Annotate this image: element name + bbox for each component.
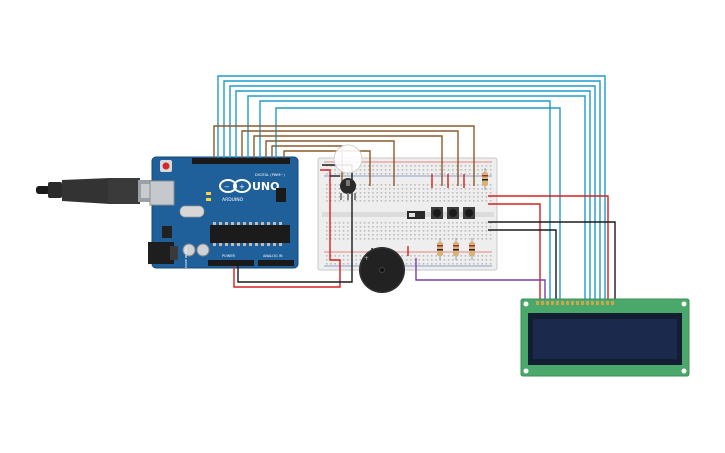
atmega-chip (210, 225, 290, 243)
lcd-16x2 (520, 298, 690, 377)
slide-switch-icon (407, 211, 425, 219)
power-jack (148, 242, 174, 264)
piezo-buzzer-icon: + (359, 247, 405, 293)
analog-header (258, 260, 294, 266)
power-label: POWER (222, 254, 236, 258)
svg-text:−: − (224, 183, 230, 191)
board-model: UNO (252, 180, 280, 193)
signal-wire (415, 258, 546, 302)
digital-header (192, 158, 290, 164)
svg-text:+: + (239, 183, 245, 191)
power-header (208, 260, 254, 266)
made-in-label: MADE IN ITALY (184, 246, 188, 268)
usb-cable-icon (36, 178, 156, 204)
usb-jack (149, 180, 175, 206)
lcd-screen (533, 319, 677, 359)
arduino-uno-board: − + UNO ARDUINO DIGITAL (PWM~) POWER ANA… (148, 156, 299, 269)
digital-pins-label: DIGITAL (PWM~) (255, 173, 285, 177)
control-wires (213, 125, 475, 186)
analog-label: ANALOG IN (263, 254, 283, 258)
board-brand: ARDUINO (222, 197, 244, 203)
power-wires (233, 169, 609, 302)
svg-text:+: + (364, 255, 369, 262)
resistor-icon (453, 238, 459, 260)
potentiometer-icon (333, 144, 363, 200)
push-buttons (431, 207, 475, 219)
resistor-icon (469, 238, 475, 260)
resistors (437, 168, 488, 260)
resistor-icon (482, 168, 488, 190)
push-button-icon (431, 207, 443, 219)
resistor-icon (437, 238, 443, 260)
push-button-icon (447, 207, 459, 219)
lcd-pin-header (536, 301, 614, 305)
push-button-icon (463, 207, 475, 219)
arduino-logo-icon: − + (219, 179, 251, 193)
